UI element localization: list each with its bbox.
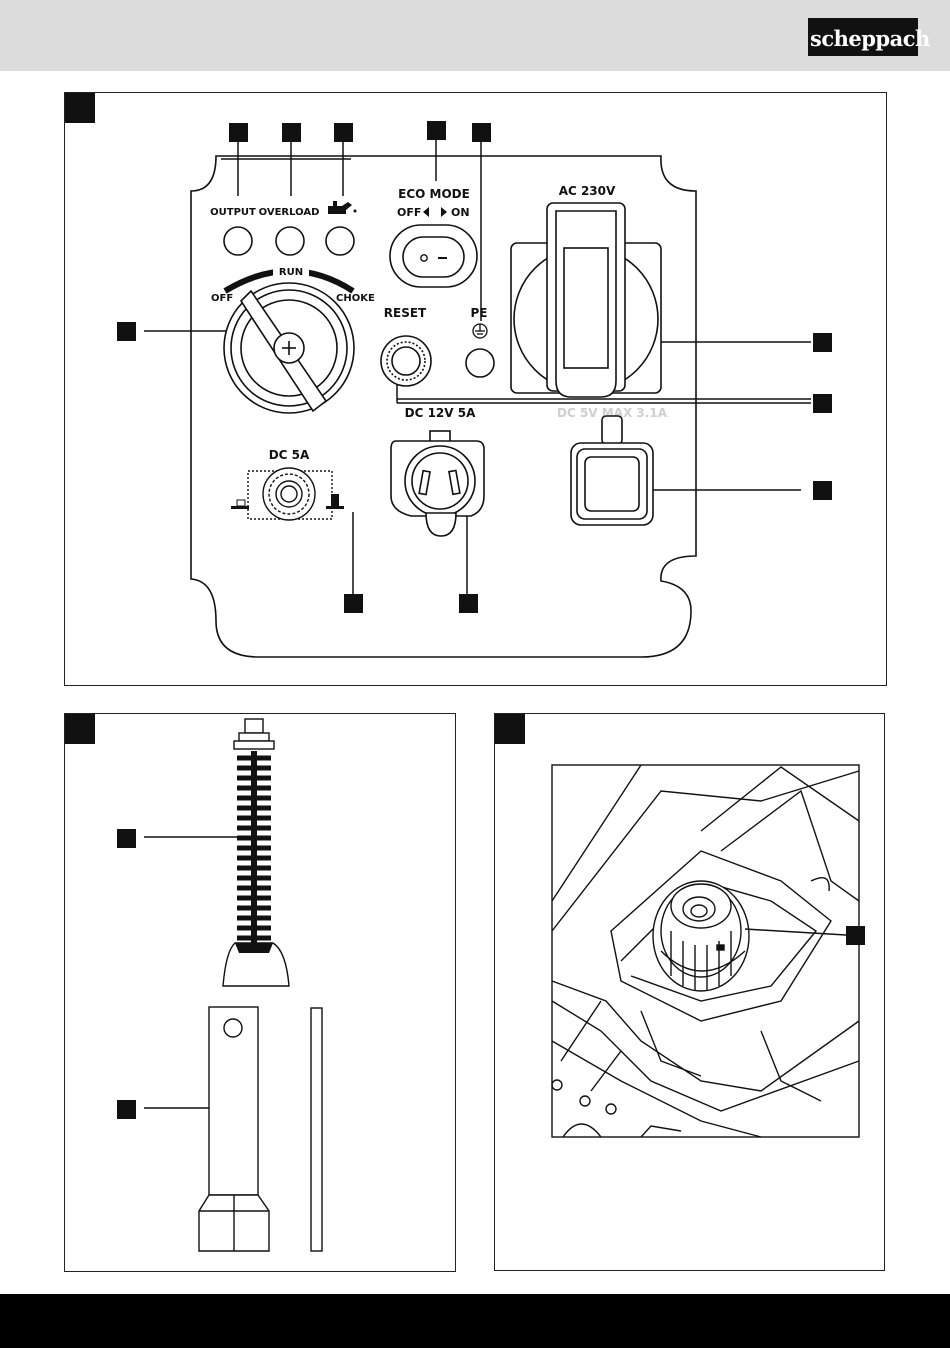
ac-230v-label: AC 230V (559, 184, 616, 198)
callout-box-spark-plug (117, 829, 136, 848)
fuel-cap (653, 881, 749, 991)
figure-1-panel: OUTPUT OVERLOAD ECO MODE OFF ON AC 230V (64, 92, 887, 686)
output-label: OUTPUT (210, 207, 256, 218)
eco-left-arrow (423, 207, 429, 217)
dc-5a-socket (248, 468, 332, 520)
top-callout-boxes (229, 121, 491, 142)
dc-5v-usb-socket (571, 416, 653, 525)
pe-label: PE (471, 306, 488, 320)
overload-label: OVERLOAD (259, 207, 320, 218)
eco-off-label: OFF (397, 206, 421, 219)
choke-label: CHOKE (336, 293, 375, 304)
ac-230v-socket (511, 203, 661, 397)
scheppach-logo: scheppach (808, 18, 918, 56)
control-panel-drawing: OUTPUT OVERLOAD ECO MODE OFF ON AC 230V (65, 93, 888, 687)
reset-button (381, 336, 431, 386)
tommy-bar (311, 1008, 322, 1251)
dc-5a-label: DC 5A (269, 448, 310, 462)
eco-mode-label: ECO MODE (398, 187, 470, 201)
ground-icon (473, 324, 487, 338)
oil-can-icon (328, 201, 357, 214)
callout-box-fuel-cap (846, 926, 865, 945)
callout-box-wrench (117, 1100, 136, 1119)
reset-label: RESET (384, 306, 427, 320)
eco-mode-switch (390, 225, 477, 287)
off-label: OFF (211, 293, 233, 304)
indicator-lamps (224, 227, 354, 255)
footer-bar (0, 1294, 950, 1348)
pe-terminal (466, 349, 494, 377)
dc-12v-label: DC 12V 5A (405, 406, 476, 420)
fuel-cap-drawing (495, 714, 886, 1272)
engine-switch (224, 283, 354, 413)
spark-plug (234, 719, 274, 749)
dc-12v-socket (391, 431, 484, 536)
spark-plug-wrench (199, 1007, 269, 1251)
accessories-drawing (65, 714, 457, 1273)
eco-right-arrow (441, 207, 447, 217)
eco-on-label: ON (451, 206, 470, 219)
figure-3-panel (494, 713, 885, 1271)
run-label: RUN (279, 267, 303, 278)
figure-2-panel (64, 713, 456, 1272)
